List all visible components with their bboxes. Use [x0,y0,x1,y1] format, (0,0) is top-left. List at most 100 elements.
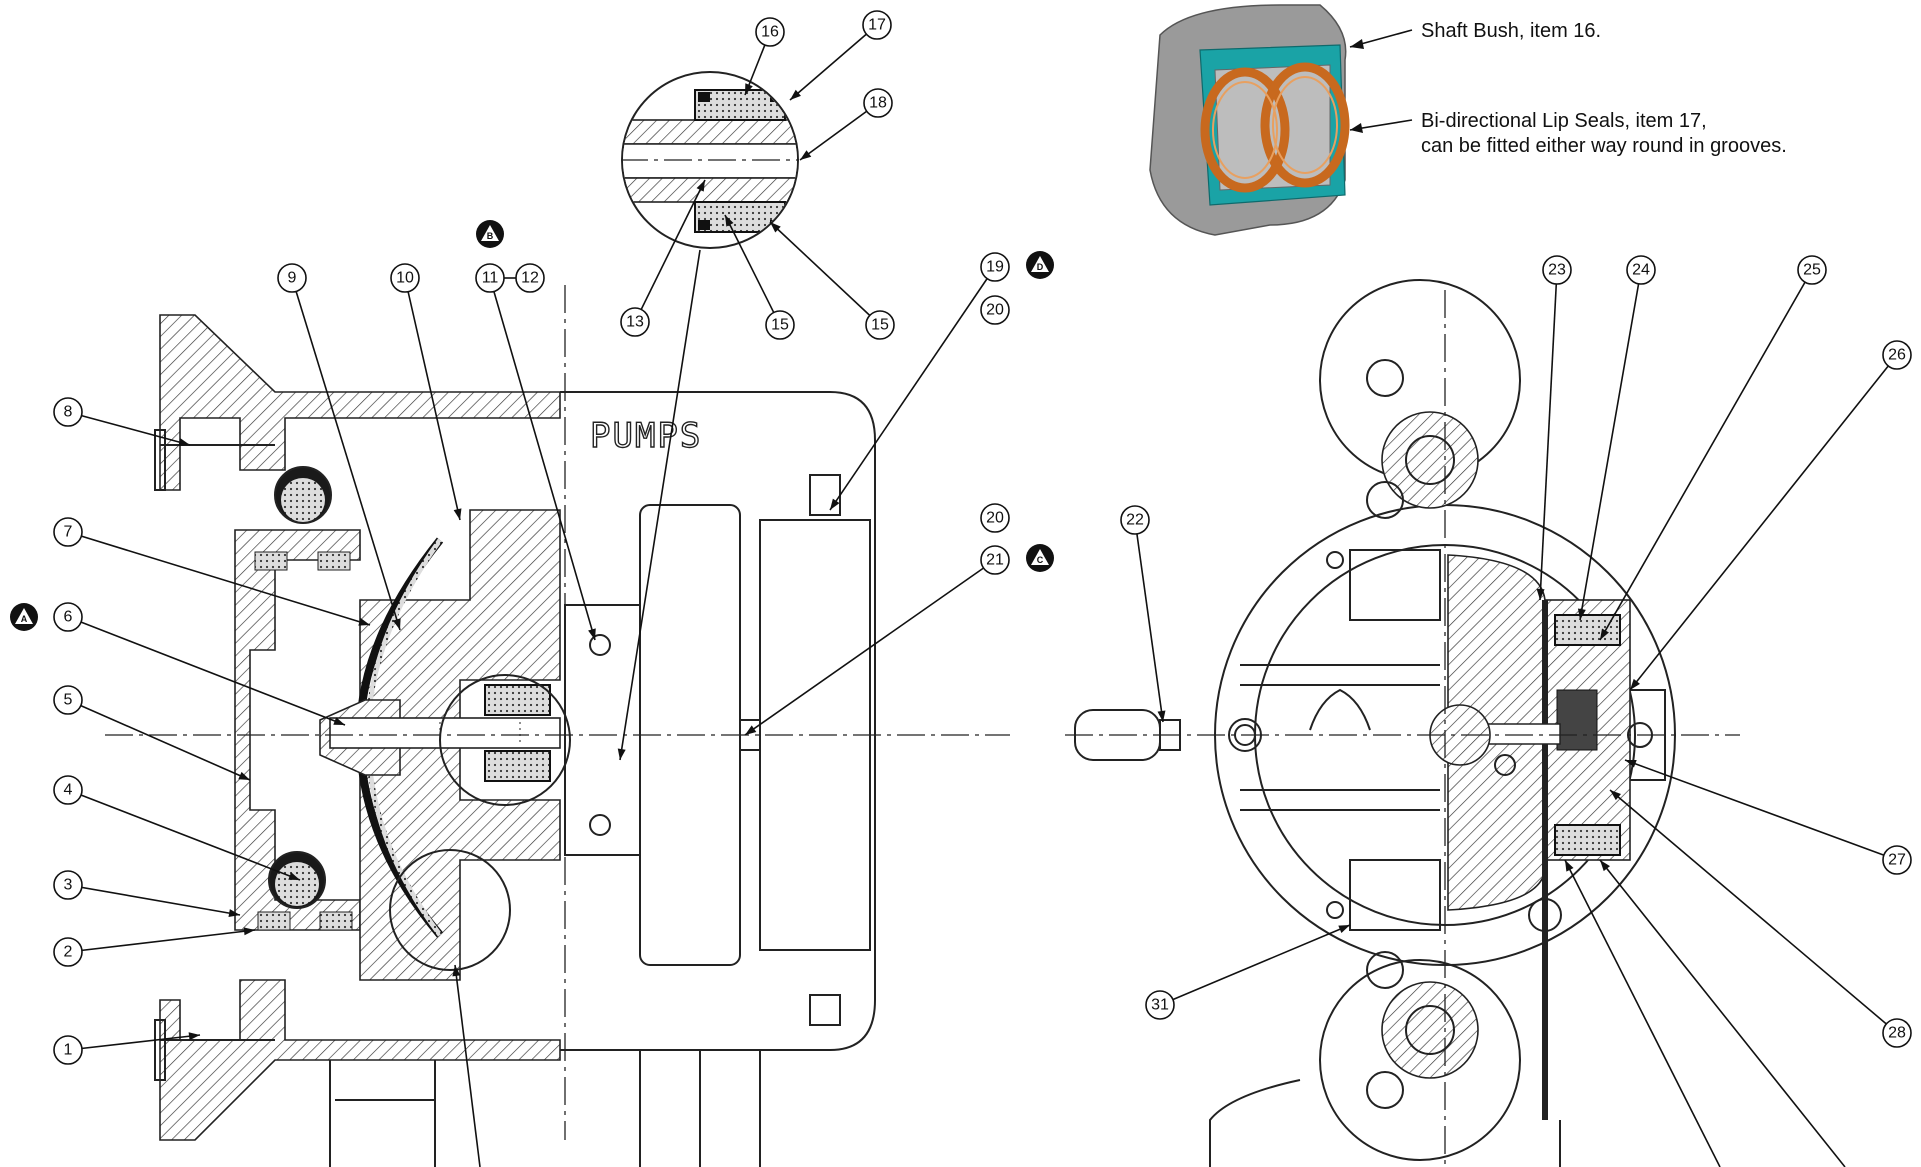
callout-circle [53,397,83,427]
leader-extra-1 [454,964,481,1167]
callout-number: 12 [521,270,539,287]
leader-extra-0 [619,249,701,761]
bolt-top [589,634,611,656]
leader-b19-arrow [830,498,840,510]
callout-b20b: 20 [980,503,1010,533]
right-external-view [1065,279,1740,1167]
leader-extra-0-arrow [617,748,626,760]
callout-b6: 6 [53,602,83,632]
leader-b5 [67,699,251,781]
upper-valve-box [1349,549,1441,621]
leader-b24-arrow [1577,608,1586,620]
callout-b7: 7 [53,517,83,547]
callout-b9: 9 [277,263,307,293]
callout-number: 2 [64,944,73,961]
leader-b22-arrow [1157,710,1166,722]
callout-b16: 16 [755,17,785,47]
leader-b6-arrow [333,717,345,725]
callout-circle [862,10,892,40]
cap-screw-top [809,474,841,516]
marker-triangle [481,225,499,241]
leader-b13-arrow [696,180,705,192]
detail-circle-seal [439,674,571,806]
leader-b1 [67,1034,201,1051]
detail-circle-lower [389,849,511,971]
revision-marker-b: B [476,220,504,248]
leader-b13 [634,179,706,323]
callout-circle [1120,505,1150,535]
callout-circle [1882,340,1912,370]
callout-number: 16 [761,24,779,41]
spool-seal-bottom [1554,824,1621,856]
leader-extra-3-arrow [1600,860,1610,872]
bottom-flange-hole [1366,951,1404,989]
callout-circle [980,503,1010,533]
bottom-flange-hole-2 [1366,1071,1404,1109]
leader-b31 [1159,924,1351,1006]
valve-ball-bottom-texture [275,862,319,906]
leader-b26 [1629,354,1898,691]
leader-b4 [67,789,301,881]
callout-number: 19 [986,259,1004,276]
bolt-bottom [589,814,611,836]
leader-b21-arrow [745,725,757,735]
callout-circle [1882,1018,1912,1048]
leader-b16-arrow [745,83,753,95]
base-lines [329,1060,436,1167]
callout-circle [475,263,505,293]
callout-number: 15 [771,317,789,334]
callout-b26: 26 [1882,340,1912,370]
shaft [329,717,561,749]
leader-b5-arrow [238,771,250,780]
callout-b4: 4 [53,775,83,805]
note-shaft-bush: Shaft Bush, item 16. [1421,20,1601,42]
leader-b18 [799,102,879,161]
bottom-flange-port [1381,981,1479,1079]
callout-circle [53,602,83,632]
leader-b11-arrow [588,628,596,640]
callout-number: 24 [1632,262,1650,279]
callout-circle [755,17,785,47]
leader-b25-arrow [1600,628,1609,640]
callout-b2: 2 [53,937,83,967]
callout-circle [1882,845,1912,875]
note-arrow-bush [1350,39,1364,49]
leader-b8-arrow [178,438,190,446]
callout-b24: 24 [1626,255,1656,285]
callout-b19: 19 [980,252,1010,282]
callout-number: 13 [626,314,644,331]
top-flange-bore [1405,435,1455,485]
lip-seal-right [1260,62,1350,188]
callout-b1: 1 [53,1035,83,1065]
callout-b18: 18 [863,88,893,118]
callout-number: 26 [1888,347,1906,364]
leader-b7 [67,531,371,626]
callout-number: 15 [871,317,889,334]
side-bolt-bottom [1528,898,1562,932]
revision-marker-c: C [1026,544,1054,572]
side-bolt-right [1494,754,1516,776]
top-flange-hole-2 [1366,481,1404,519]
leader-b17-arrow [790,89,801,100]
callout-circle [53,937,83,967]
leader-extra-1-arrow [452,965,461,977]
callout-number: 25 [1803,262,1821,279]
callout-b27: 27 [1882,845,1912,875]
bottom-manifold [159,979,561,1141]
callout-circle [53,775,83,805]
callout-number: 9 [288,270,297,287]
detail-seal-bl [698,220,710,230]
callout-number: 6 [64,609,73,626]
callout-number: 7 [64,524,73,541]
callout-circle [863,88,893,118]
marker-letter: B [487,231,494,241]
leader-b19 [829,266,996,511]
bottom-flange-bore [1405,1005,1455,1055]
leader-b26-arrow [1630,678,1640,690]
callout-number: 31 [1151,997,1169,1014]
top-manifold [159,314,561,491]
valve-ball-top-texture [281,478,325,522]
callout-number: 1 [64,1042,73,1059]
shaft-end [1479,723,1561,745]
